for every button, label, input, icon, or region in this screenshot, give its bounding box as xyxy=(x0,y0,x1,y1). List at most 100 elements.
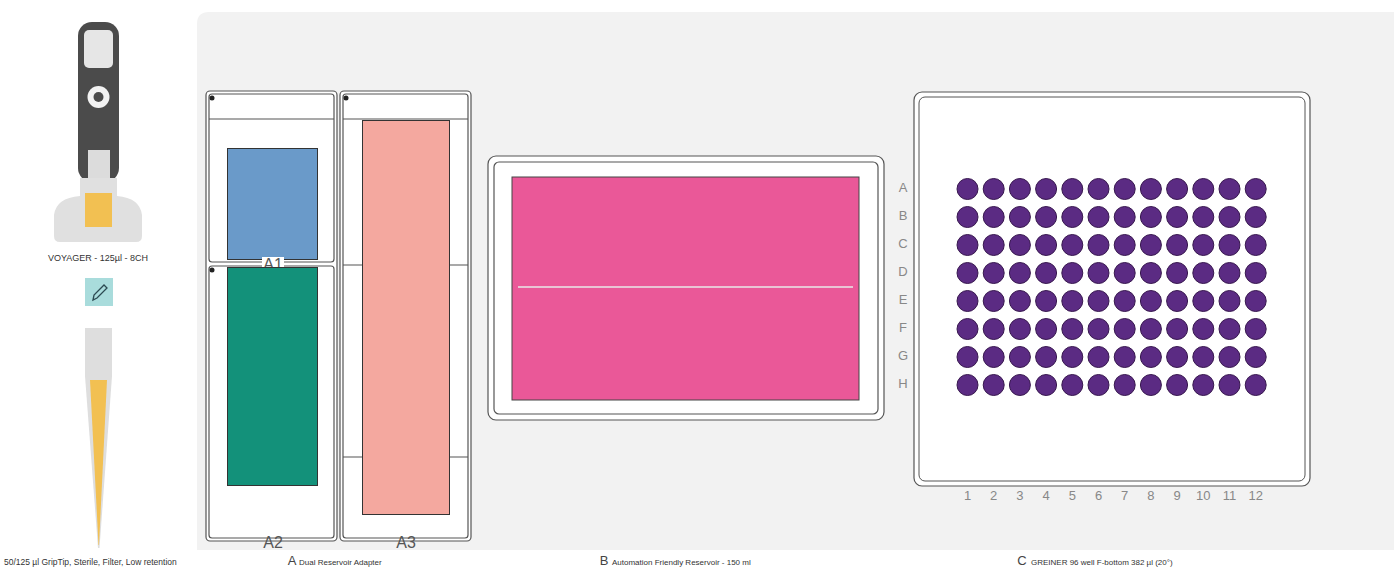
well xyxy=(1009,291,1030,312)
well xyxy=(1114,347,1135,368)
well xyxy=(1245,291,1266,312)
well xyxy=(1167,263,1188,284)
well xyxy=(1036,263,1057,284)
well xyxy=(1219,319,1240,340)
well xyxy=(1088,319,1109,340)
row-label: B xyxy=(899,209,908,224)
well xyxy=(957,235,978,256)
well xyxy=(1114,375,1135,396)
well xyxy=(983,179,1004,200)
row-label: F xyxy=(899,321,907,336)
well xyxy=(1245,263,1266,284)
well xyxy=(1245,207,1266,228)
well xyxy=(1219,179,1240,200)
well xyxy=(1036,347,1057,368)
well xyxy=(1245,235,1266,256)
reservoir-slot: A2 xyxy=(227,267,318,486)
well xyxy=(1167,291,1188,312)
well xyxy=(1245,179,1266,200)
column-label: 12 xyxy=(1248,489,1262,504)
well xyxy=(1062,263,1083,284)
instrument-name: VOYAGER - 125µl - 8CH xyxy=(48,253,148,263)
column-label: 3 xyxy=(1016,489,1023,504)
well xyxy=(1167,319,1188,340)
well xyxy=(1193,263,1214,284)
well xyxy=(1219,207,1240,228)
well xyxy=(1114,235,1135,256)
well xyxy=(957,319,978,340)
well xyxy=(1140,291,1161,312)
well xyxy=(1036,207,1057,228)
well xyxy=(1009,319,1030,340)
well xyxy=(1167,207,1188,228)
well xyxy=(1114,319,1135,340)
plate-c xyxy=(914,92,1310,486)
well xyxy=(983,263,1004,284)
well xyxy=(1088,235,1109,256)
well xyxy=(1193,179,1214,200)
well xyxy=(1193,235,1214,256)
reservoir-slot: A3 xyxy=(362,120,450,515)
column-label: 8 xyxy=(1147,489,1154,504)
well xyxy=(1036,179,1057,200)
well xyxy=(1167,179,1188,200)
row-label: D xyxy=(898,265,907,280)
row-label: E xyxy=(899,293,908,308)
tip-name: 50/125 µl GripTip, Sterile, Filter, Low … xyxy=(4,558,177,567)
labware-name: GREINER 96 well F-bottom 382 µl (20°) xyxy=(1031,558,1173,567)
well xyxy=(1245,319,1266,340)
column-label: 11 xyxy=(1223,489,1237,504)
well xyxy=(957,179,978,200)
column-label: 1 xyxy=(964,489,971,504)
well xyxy=(1036,319,1057,340)
reservoir-slot: A1 xyxy=(227,148,318,260)
well xyxy=(983,375,1004,396)
well xyxy=(1219,291,1240,312)
well xyxy=(1062,347,1083,368)
well xyxy=(1167,375,1188,396)
well xyxy=(1193,291,1214,312)
well xyxy=(1009,207,1030,228)
well xyxy=(957,263,978,284)
well xyxy=(983,291,1004,312)
deck-position: A xyxy=(288,554,297,567)
column-label: 2 xyxy=(990,489,997,504)
well xyxy=(1114,207,1135,228)
well xyxy=(1193,347,1214,368)
well xyxy=(1036,291,1057,312)
well xyxy=(1009,263,1030,284)
well xyxy=(1167,347,1188,368)
row-label: C xyxy=(898,237,907,252)
well xyxy=(1062,319,1083,340)
well xyxy=(1088,375,1109,396)
well xyxy=(1088,347,1109,368)
well xyxy=(1140,347,1161,368)
well xyxy=(957,207,978,228)
tip-icon xyxy=(85,328,112,548)
well xyxy=(1245,375,1266,396)
well xyxy=(1140,179,1161,200)
well xyxy=(1193,375,1214,396)
well xyxy=(1114,263,1135,284)
column-label: 7 xyxy=(1121,489,1128,504)
well xyxy=(957,291,978,312)
well xyxy=(1036,375,1057,396)
row-label: A xyxy=(899,181,908,196)
well xyxy=(1088,291,1109,312)
well xyxy=(957,375,978,396)
well xyxy=(1219,235,1240,256)
well xyxy=(983,319,1004,340)
well xyxy=(1009,235,1030,256)
well xyxy=(1062,291,1083,312)
well xyxy=(1193,319,1214,340)
reservoir-b xyxy=(488,156,884,420)
well xyxy=(1062,375,1083,396)
well xyxy=(1140,375,1161,396)
row-label: G xyxy=(898,349,908,364)
well xyxy=(1036,235,1057,256)
well xyxy=(1088,263,1109,284)
deck-panel xyxy=(197,12,1394,550)
well xyxy=(1219,263,1240,284)
well xyxy=(1114,179,1135,200)
edit-icon xyxy=(85,278,113,306)
